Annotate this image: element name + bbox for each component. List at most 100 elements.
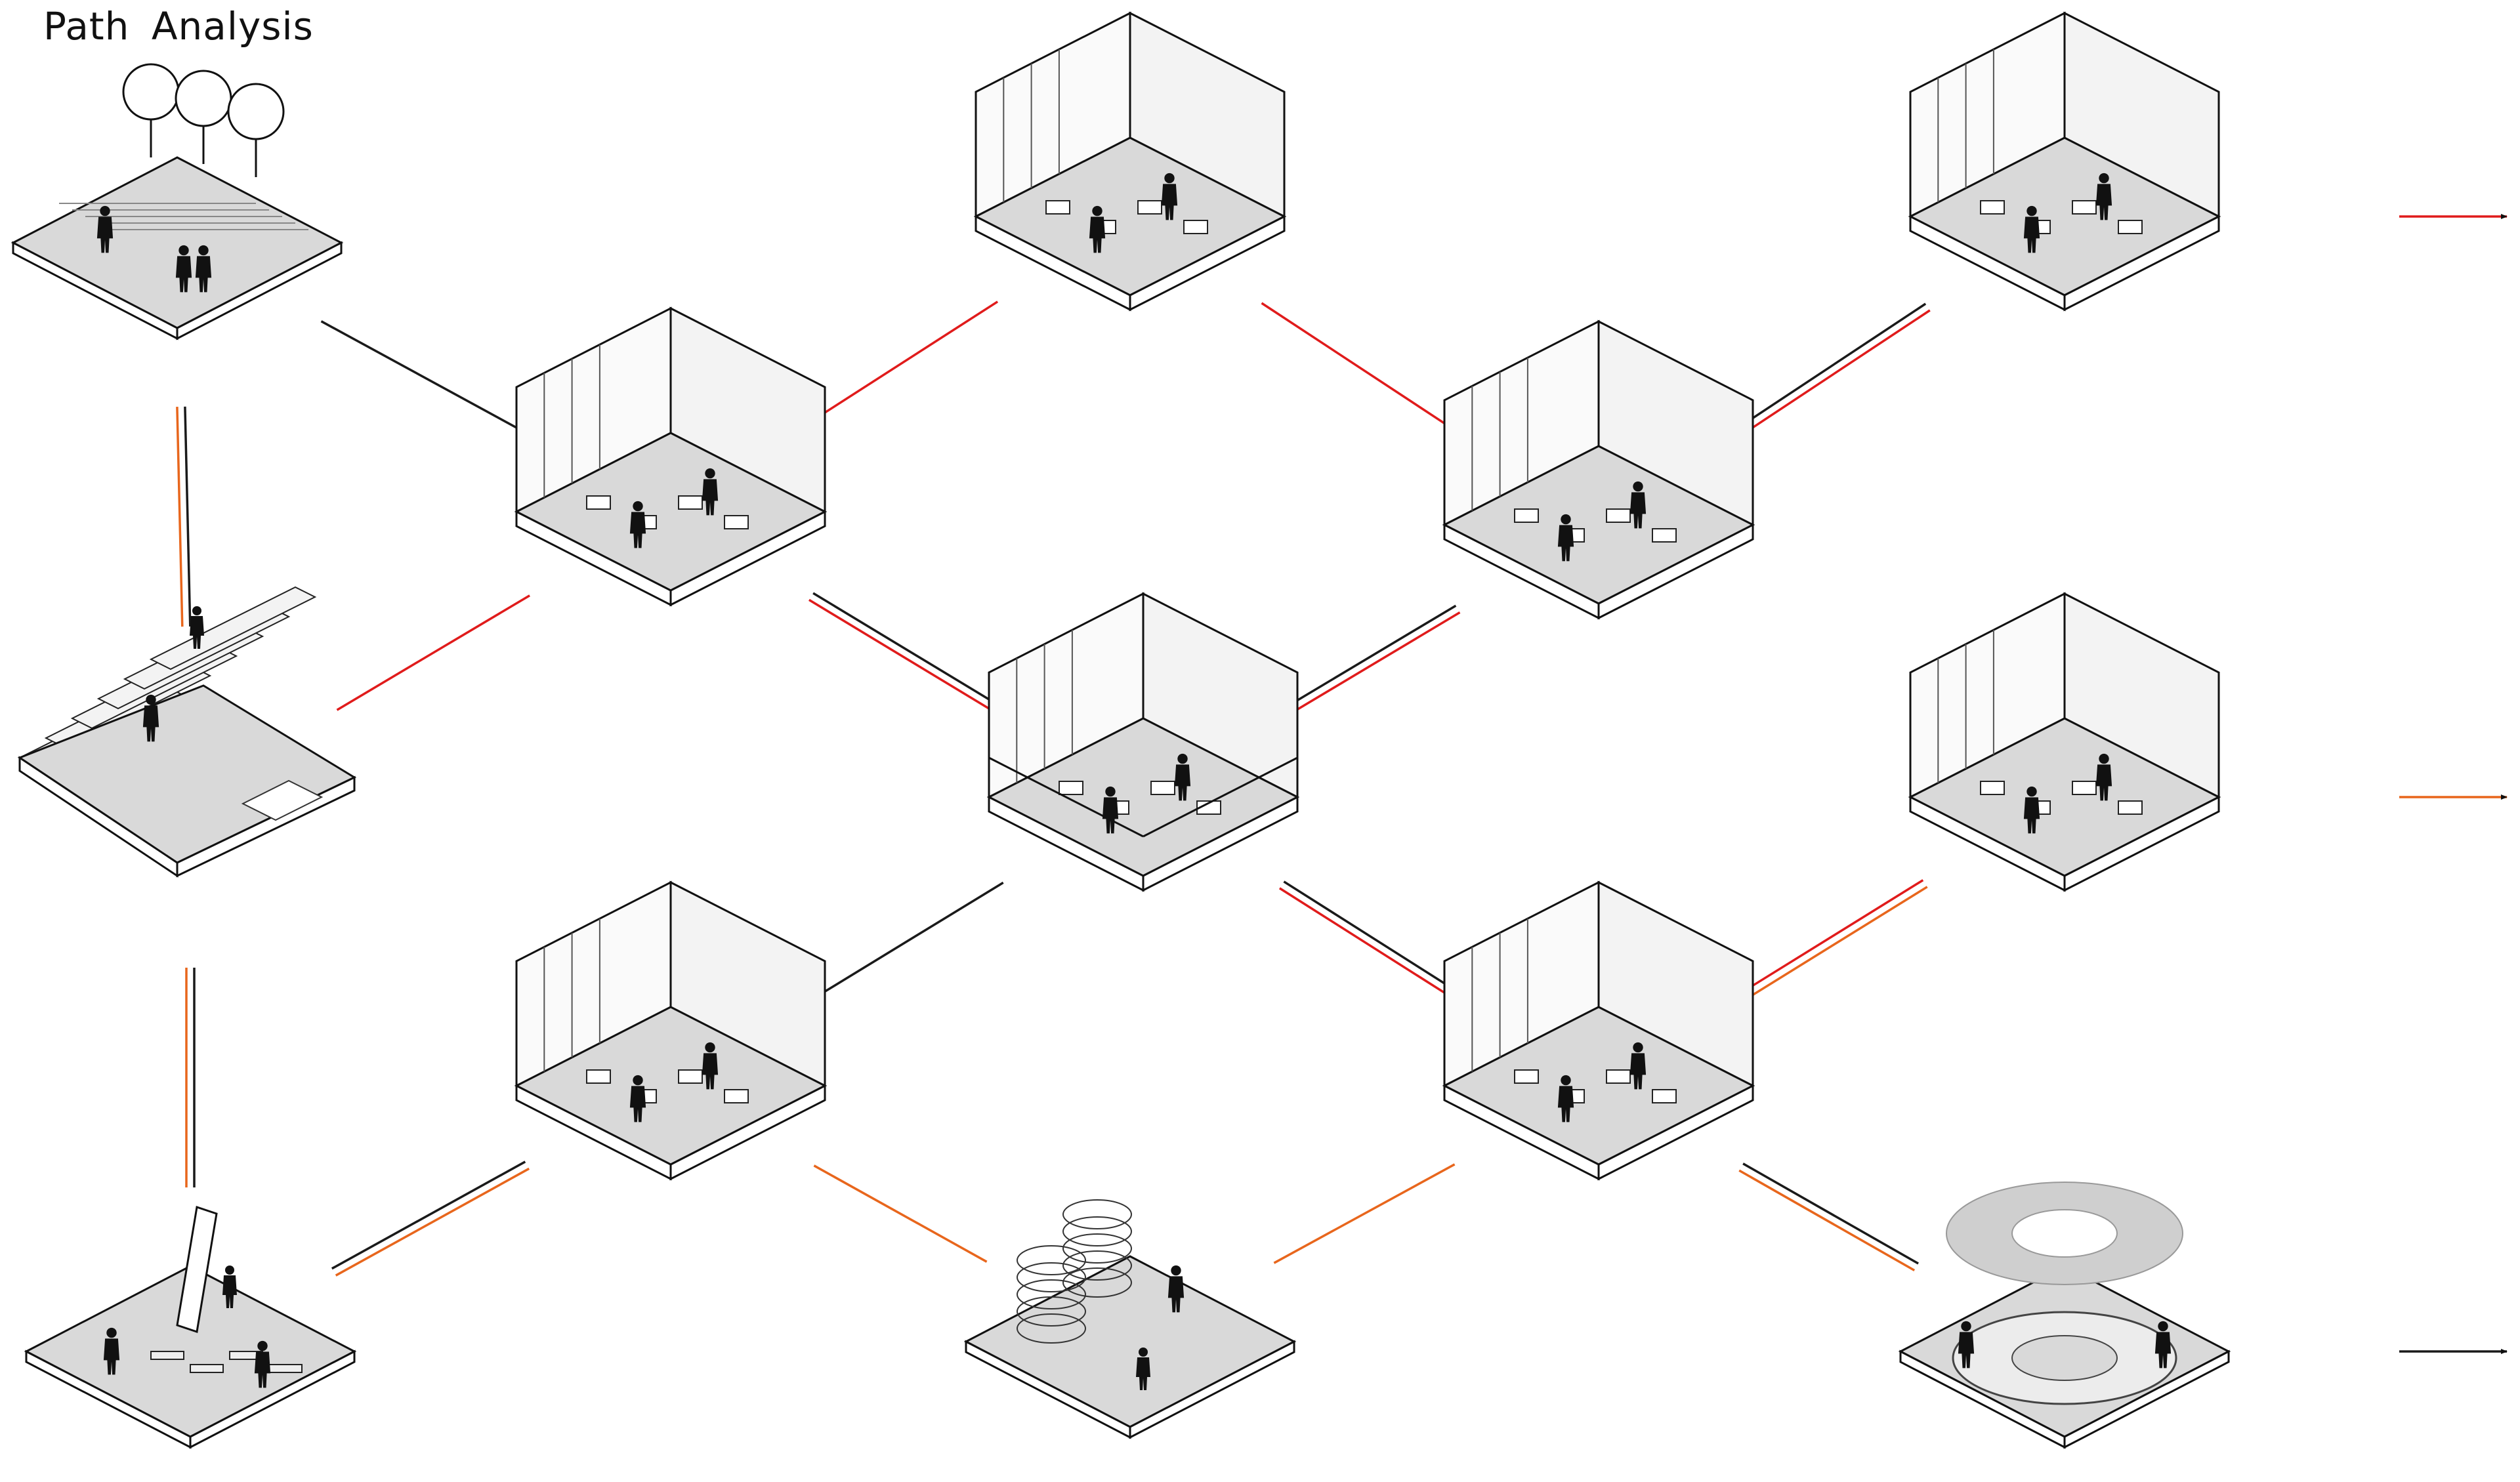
person-figure [629, 501, 646, 548]
installation-edge [1129, 1340, 1295, 1439]
path-line-black [331, 1161, 526, 1270]
person-figure [1629, 1042, 1647, 1090]
person-figure [1102, 786, 1119, 834]
node-ring-plaza [1898, 1182, 2231, 1449]
climbing-ring-icon [1017, 1313, 1086, 1344]
room-slab [1129, 215, 1286, 312]
mezzanine-edge [988, 756, 1144, 838]
person-figure [222, 1266, 237, 1308]
person-figure [1958, 1321, 1975, 1369]
path-line-red [1278, 887, 1459, 1002]
path-line-black [1742, 1163, 1919, 1265]
room-slab [2063, 215, 2220, 312]
furniture-piece [1514, 1069, 1539, 1084]
person-figure [1136, 1348, 1150, 1390]
installation-floor [963, 1255, 1297, 1428]
plate-edge [2063, 1349, 2230, 1449]
tree-icon [122, 63, 180, 121]
person-figure [1089, 205, 1106, 253]
furniture-piece [586, 1069, 611, 1084]
path-line-black [1732, 302, 1927, 432]
plate-edge [189, 1349, 356, 1449]
person-figure [1629, 481, 1647, 529]
path-line-black [1281, 604, 1457, 711]
climbing-ring-icon [1017, 1279, 1086, 1309]
ring-canopy-opening [2011, 1209, 2118, 1258]
path-studio-gallery-to-workshop [1278, 880, 1463, 1002]
node-stepped-seating [17, 586, 357, 878]
furniture-piece [678, 495, 703, 510]
stair-landing [17, 684, 357, 864]
path-line-black [184, 406, 192, 627]
furniture-piece [1652, 1089, 1677, 1103]
furniture-piece [1514, 508, 1539, 523]
mezzanine-edge [1143, 756, 1298, 838]
ring-inner [2011, 1335, 2118, 1381]
path-line-black [810, 881, 1004, 1002]
path-workshop-to-cafe [1735, 879, 1928, 1004]
furniture-piece [1652, 528, 1677, 543]
person-figure [2154, 1321, 2172, 1369]
node-bedroom [1908, 11, 2221, 312]
person-figure [1557, 1075, 1574, 1122]
floor-mat [241, 779, 324, 821]
path-park-path-to-stepped-seating [176, 406, 192, 627]
person-figure [702, 468, 719, 516]
path-park-path-to-meeting-room [320, 320, 528, 434]
person-figure [629, 1075, 646, 1122]
climbing-ring-icon [1062, 1199, 1132, 1229]
furniture-piece [1980, 200, 2005, 215]
room-slab [1597, 523, 1754, 620]
person-figure [2023, 205, 2040, 253]
path-line-red [1736, 309, 1931, 439]
path-line-black [812, 592, 1006, 710]
seesaw-icon [190, 1364, 224, 1373]
person-figure [2095, 173, 2112, 220]
seesaw-icon [268, 1364, 303, 1373]
climbing-ring-icon [1062, 1250, 1132, 1281]
furniture-piece [1980, 781, 2005, 795]
space-nodes [10, 11, 2231, 1449]
climbing-ring-icon [1017, 1262, 1086, 1292]
path-stepped-seating-to-meeting-room [336, 594, 530, 711]
room-slab [1597, 1084, 1754, 1181]
furniture-piece [2118, 800, 2143, 815]
room-slab [669, 1084, 826, 1181]
node-cafe [1908, 592, 2221, 892]
path-line-black [1283, 880, 1463, 996]
path-line-red [336, 594, 530, 711]
climbing-ring-icon [1062, 1267, 1132, 1298]
furniture-piece [2072, 781, 2097, 795]
person-figure [2023, 786, 2040, 834]
person-figure [142, 694, 159, 742]
person-figure [1174, 753, 1191, 801]
furniture-piece [2072, 200, 2097, 215]
path-studio-gallery-to-gym [1281, 604, 1461, 718]
seesaw-icon [150, 1351, 184, 1360]
plate-edge [176, 241, 343, 340]
path-line-orange [1273, 1163, 1456, 1264]
path-line-red [1735, 879, 1924, 997]
person-figure [175, 245, 192, 293]
person-figure [103, 1327, 120, 1375]
node-playground [24, 1206, 357, 1449]
tree-icon [175, 70, 232, 127]
furniture-piece [1196, 800, 1221, 815]
page-title: Path Analysis [43, 4, 314, 49]
person-figure [195, 245, 212, 293]
path-connections [176, 214, 2508, 1354]
climbing-ring-icon [1017, 1245, 1086, 1275]
person-figure [1557, 514, 1574, 562]
path-reading-room-to-gym [1261, 302, 1463, 436]
person-figure [190, 606, 204, 649]
node-climbing-installation [963, 1199, 1297, 1439]
room-slab [669, 510, 826, 607]
node-meeting-room [514, 306, 828, 607]
furniture-piece [1137, 200, 1162, 215]
path-line-black [320, 320, 528, 434]
person-figure [1167, 1265, 1185, 1313]
furniture-piece [1059, 781, 1083, 795]
path-line-orange [176, 407, 184, 627]
person-figure [1161, 173, 1178, 220]
